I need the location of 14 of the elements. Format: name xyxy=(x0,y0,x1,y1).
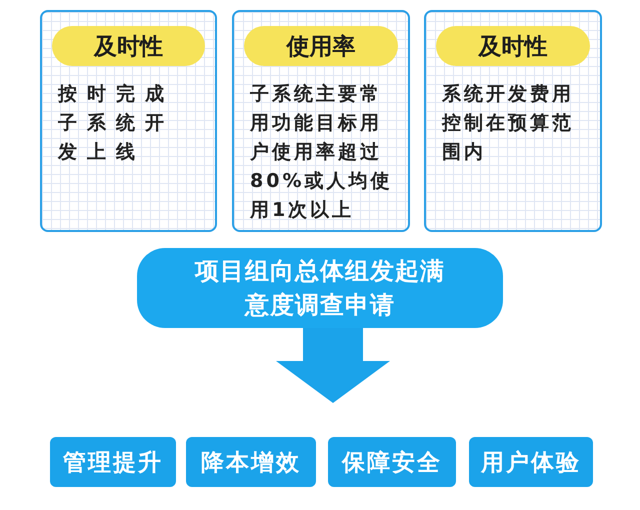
request-banner: 项目组向总体组发起满意度调查申请 xyxy=(137,248,503,328)
card-text: 子系统主要常用功能目标用户使用率超过80%或人均使用1次以上 xyxy=(248,82,394,223)
criteria-card xyxy=(40,10,217,232)
card-title: 及时性 xyxy=(52,26,205,66)
card-title: 及时性 xyxy=(436,26,590,66)
card-title: 使用率 xyxy=(244,26,398,66)
criteria-card xyxy=(424,10,602,232)
card-text: 系统开发费用控制在预算范围内 xyxy=(440,82,575,165)
criteria-card xyxy=(232,10,410,232)
goal-box: 保障安全 xyxy=(328,437,456,487)
goal-box: 用户体验 xyxy=(469,437,593,487)
card-text: 按时完成子系统开发上线 xyxy=(56,82,175,165)
goal-box: 降本增效 xyxy=(186,437,316,487)
goal-box: 管理提升 xyxy=(50,437,176,487)
